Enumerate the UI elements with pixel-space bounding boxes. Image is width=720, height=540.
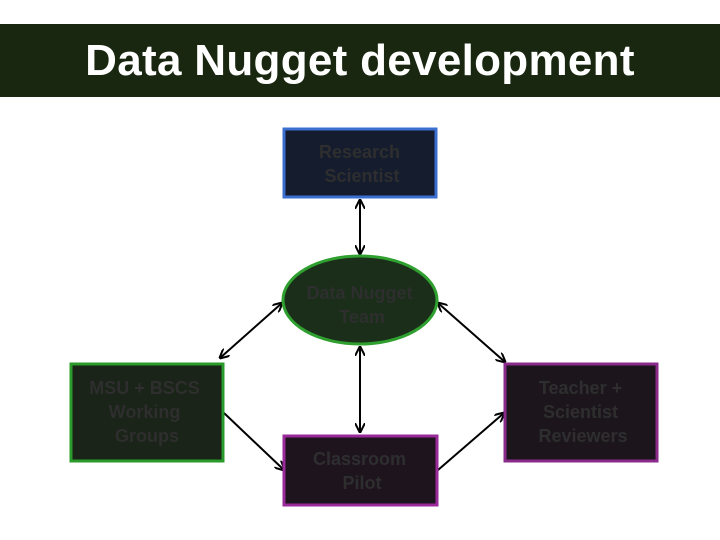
node-research-scientist: Research Scientist: [282, 127, 438, 199]
node-box: [282, 127, 438, 199]
node-label-line: Classroom: [313, 449, 406, 469]
arrow-msu-pilot: [223, 412, 284, 470]
node-label-line: Working: [109, 402, 181, 422]
node-box: [503, 362, 659, 463]
svg-text:MSU + BSCS Working: MSU + BSCS Working Groups: [89, 378, 205, 446]
svg-text:Teacher + Scientist: Teacher + Scientist Reviewers: [538, 378, 627, 446]
node-box: [69, 362, 225, 463]
node-msu-bscs-working-groups: MSU + BSCS Working Groups: [69, 362, 225, 463]
arrow-team-teacher: [438, 303, 505, 362]
slide-title: Data Nugget development: [85, 36, 635, 85]
node-label-line: Team: [339, 307, 385, 327]
node-classroom-pilot: Classroom Pilot: [282, 434, 439, 507]
node-label-line: Pilot: [343, 473, 382, 493]
title-bar: Data Nugget development: [0, 24, 720, 97]
svg-text:Research Scientist: Research Scientist: [319, 142, 405, 186]
connectors: [220, 200, 505, 470]
node-data-nugget-team: Data Nugget Team: [281, 254, 439, 346]
node-label-line: Groups: [115, 426, 179, 446]
node-label-line: Research: [319, 142, 400, 162]
node-ellipse: [281, 254, 439, 346]
node-box: [282, 434, 439, 507]
node-teacher-scientist-reviewers: Teacher + Scientist Reviewers: [503, 362, 659, 463]
arrow-team-msu: [220, 303, 282, 358]
node-label-line: Data Nugget: [306, 283, 412, 303]
node-label-line: MSU + BSCS: [89, 378, 200, 398]
svg-text:Data Nugget Team: Data Nugget Team: [306, 283, 417, 327]
node-label-line: Scientist: [324, 166, 399, 186]
arrow-pilot-teacher: [437, 413, 504, 471]
node-label-line: Scientist: [543, 402, 618, 422]
node-label-line: Reviewers: [538, 426, 627, 446]
node-label-line: Teacher +: [539, 378, 622, 398]
svg-text:Classroom Pilot: Classroom Pilot: [313, 449, 411, 493]
